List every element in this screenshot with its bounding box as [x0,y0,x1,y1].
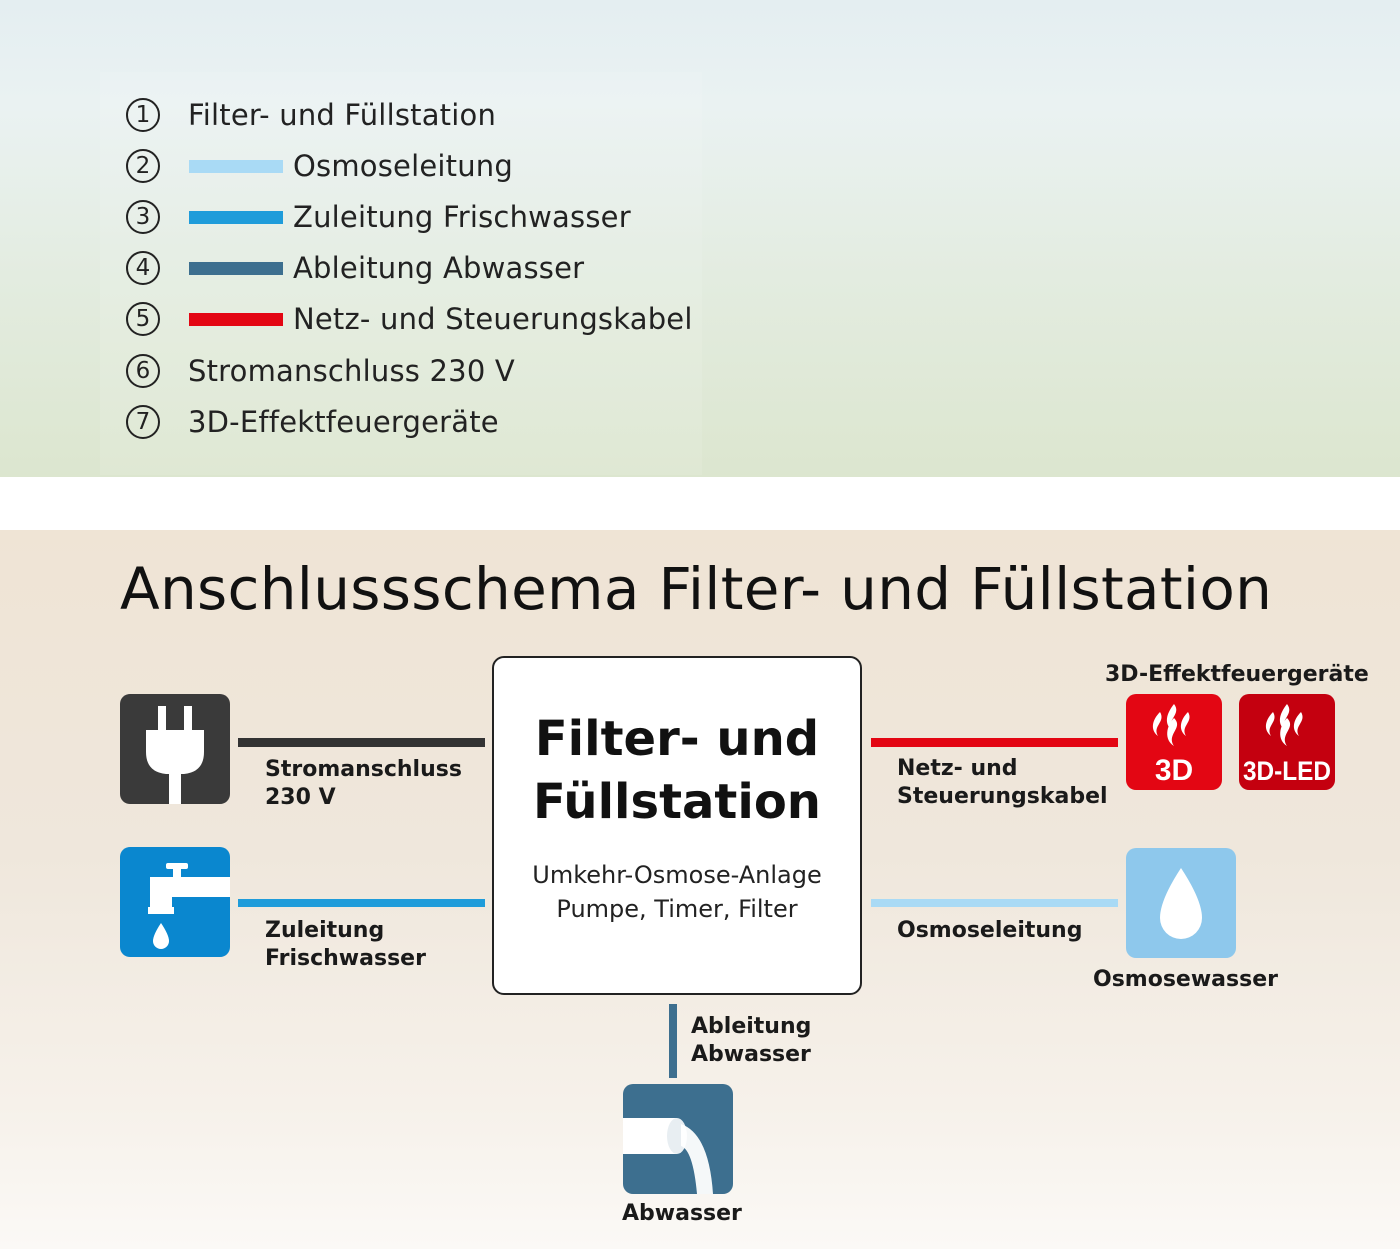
legend-number: 7 [126,405,160,439]
fire-devices-caption: 3D-Effektfeuergeräte [1105,662,1369,687]
wastewater-line [669,1004,677,1078]
filter-station-title: Filter- und Füllstation [533,711,821,830]
osmosis-line [871,899,1118,907]
legend-label: Filter- und Füllstation [188,98,497,132]
legend-item-6: 6 Stromanschluss 230 V [126,351,726,391]
legend-item-5: 5 Netz- und Steuerungskabel [126,299,726,339]
fire-3d-led-icon: 3D-LED [1239,694,1335,790]
cable-line [871,738,1118,747]
fire-3d-badge: 3D [1155,754,1193,787]
legend-swatch-freshwater [189,210,283,224]
freshwater-line [238,899,485,907]
legend-number: 3 [126,200,160,234]
legend-swatch-wastewater [189,261,283,275]
legend-number: 4 [126,251,160,285]
legend-number: 6 [126,354,160,388]
osmosis-water-caption: Osmosewasser [1093,967,1278,992]
legend-label: Netz- und Steuerungskabel [293,302,693,336]
power-label: Stromanschluss 230 V [265,757,462,810]
legend-item-7: 7 3D-Effektfeuergeräte [126,402,726,442]
water-tap-icon [120,847,230,957]
legend-number: 5 [126,302,160,336]
filter-station-subtitle: Umkehr-Osmose-Anlage Pumpe, Timer, Filte… [532,861,822,923]
fire-3d-icon: 3D [1126,694,1222,790]
cable-label: Netz- und Steuerungskabel [897,756,1108,809]
legend-item-3: 3 Zuleitung Frischwasser [126,197,726,237]
filter-station-box: Filter- und Füllstation Umkehr-Osmose-An… [492,656,862,995]
plug-icon [120,694,230,804]
legend-swatch-osmosis [189,159,283,173]
freshwater-label: Zuleitung Frischwasser [265,918,426,971]
power-line [238,738,485,747]
legend-label: Zuleitung Frischwasser [293,200,631,234]
wastewater-pipe-icon [623,1084,733,1194]
legend-label: Ableitung Abwasser [293,251,585,285]
legend-item-1: 1 Filter- und Füllstation [126,95,726,135]
legend-label: Osmoseleitung [293,149,513,183]
legend-panel [0,0,1400,477]
osmosis-label: Osmoseleitung [897,918,1083,943]
legend-item-2: 2 Osmoseleitung [126,146,726,186]
water-drop-icon [1126,848,1236,958]
wastewater-label: Ableitung Abwasser [691,1014,812,1067]
legend-swatch-cable [189,312,283,326]
legend-number: 2 [126,149,160,183]
legend-item-4: 4 Ableitung Abwasser [126,248,726,288]
legend-label: 3D-Effektfeuergeräte [188,405,499,439]
legend-number: 1 [126,98,160,132]
legend-label: Stromanschluss 230 V [188,354,515,388]
schema-title: Anschlussschema Filter- und Füllstation [120,555,1273,623]
wastewater-caption: Abwasser [622,1201,742,1226]
fire-3d-led-badge: 3D-LED [1243,756,1331,786]
